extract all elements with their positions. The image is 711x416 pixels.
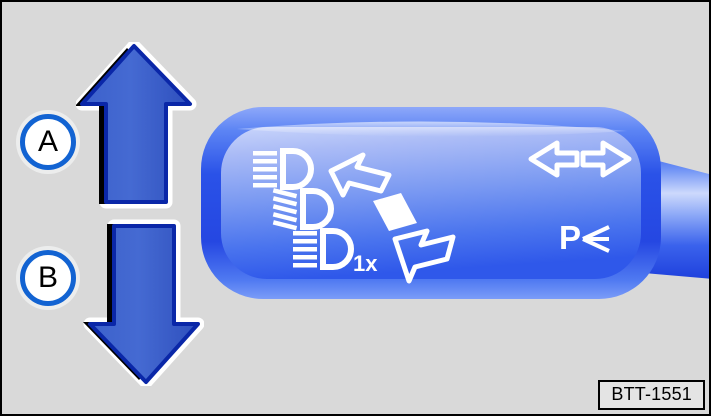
stalk-gloss-highlight <box>237 121 627 137</box>
callout-a-label: A <box>37 125 58 158</box>
callout-b-label: B <box>37 261 58 294</box>
arrow-up <box>76 42 200 210</box>
callout-a: A <box>20 114 76 170</box>
arrow-up-body <box>80 44 192 204</box>
arrow-down <box>80 218 204 386</box>
figure-id-badge: BTT-1551 <box>598 380 705 410</box>
control-stalk <box>197 97 709 317</box>
stalk-face <box>221 127 641 279</box>
callout-b: B <box>20 250 76 306</box>
arrow-down-body <box>88 224 200 384</box>
